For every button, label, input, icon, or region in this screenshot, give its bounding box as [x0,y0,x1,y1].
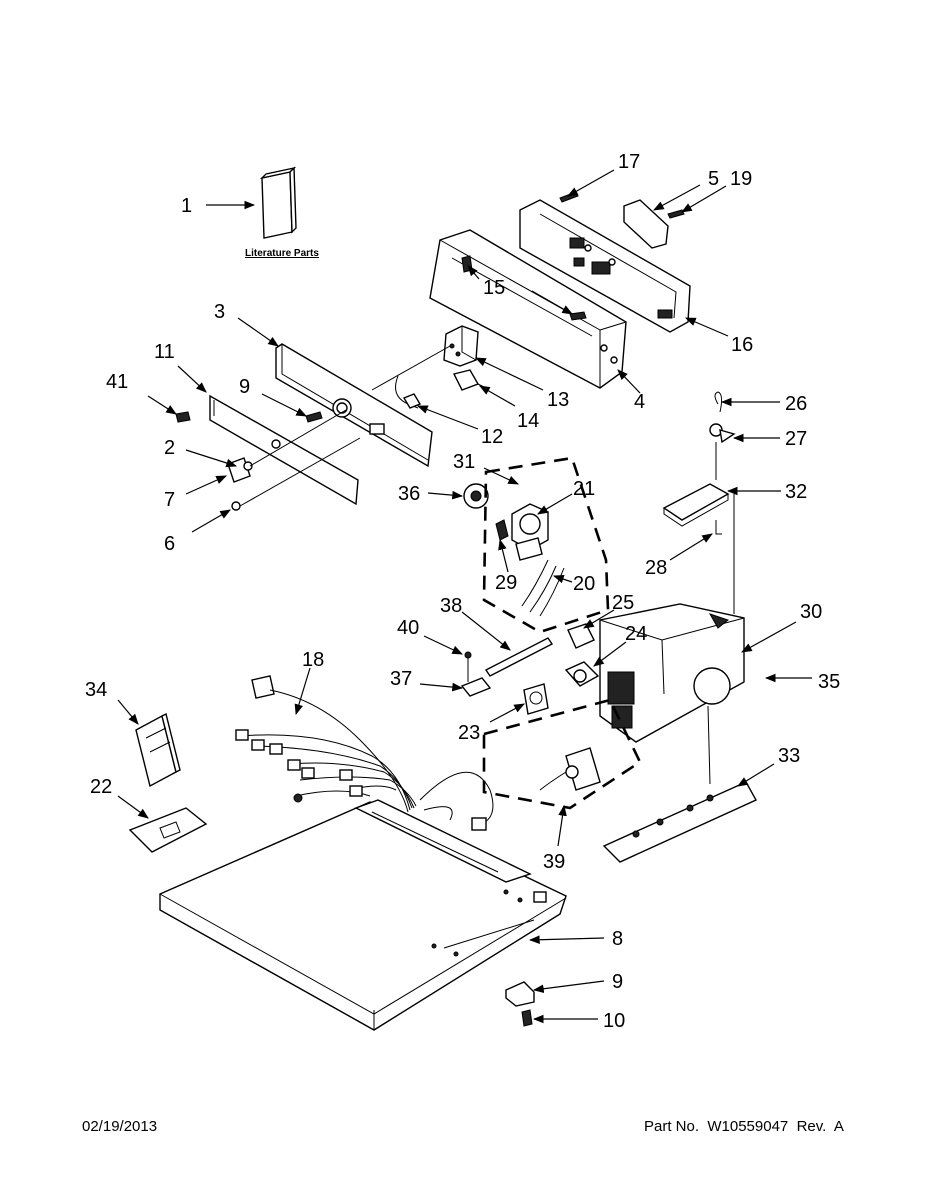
small-board [623,199,669,249]
callout-35: 35 [818,671,840,693]
switch-dashed-box [482,698,642,810]
control-plate [602,781,757,863]
callout-31: 31 [453,451,475,473]
callout-39: 39 [543,851,565,873]
callout-28: 28 [645,557,667,579]
callout-3: 3 [214,301,225,323]
callout-36: 36 [398,483,420,505]
callout-20: 20 [573,573,595,595]
callout-27: 27 [785,428,807,450]
callout-13: 13 [547,389,569,411]
callout-21: 21 [573,478,595,500]
literature-label: Literature Parts [245,248,319,259]
bottom-bracket [505,981,535,1007]
callout-38: 38 [440,595,462,617]
callout-41: 41 [106,371,128,393]
console-panel [275,343,433,468]
footer-date: 02/19/2013 [82,1118,158,1135]
callout-9-bottom: 9 [612,971,623,993]
callout-10: 10 [603,1010,625,1032]
literature-book [259,166,297,239]
screw-9 [305,411,323,423]
callout-2: 2 [164,437,175,459]
callout-4: 4 [634,391,645,413]
callout-29: 29 [495,572,517,594]
mounting-plate [662,483,730,535]
footer-part-number: Part No. W10559047 Rev. A [644,1118,844,1135]
callout-7: 7 [164,489,175,511]
callout-6: 6 [164,533,175,555]
small-plate [128,807,208,853]
console-housing [429,229,627,389]
callout-19: 19 [730,168,752,190]
callout-23: 23 [458,722,480,744]
callout-18: 18 [302,649,324,671]
callout-9: 9 [239,376,250,398]
callout-25: 25 [612,592,634,614]
callout-11: 11 [154,341,175,363]
callout-30: 30 [800,601,822,623]
callout-32: 32 [785,481,807,503]
screw-41 [175,411,191,423]
callout-15: 15 [483,277,505,299]
callout-37: 37 [390,668,412,690]
motor-dashed-box [482,456,610,634]
motor-assembly [463,483,565,617]
main-housing [599,603,745,743]
callout-12: 12 [481,426,503,448]
callout-26: 26 [785,393,807,415]
callout-1: 1 [181,195,192,217]
hose-fitting [709,391,736,480]
bottom-screw [521,1009,533,1027]
top-cover [159,799,567,1031]
small-parts-mid [460,623,600,715]
callout-16: 16 [731,334,753,356]
callout-24: 24 [625,623,647,645]
callout-14: 14 [517,410,539,432]
callout-40: 40 [397,617,419,639]
overlay-panel [209,394,359,506]
callout-22: 22 [90,776,112,798]
door-switch [539,747,601,791]
callout-17: 17 [618,151,640,173]
wire-harness [235,675,494,831]
callout-34: 34 [85,679,107,701]
callout-8: 8 [612,928,623,950]
manual-book [135,712,181,788]
callout-33: 33 [778,745,800,767]
knob-assembly [227,457,253,511]
callout-5: 5 [708,168,719,190]
